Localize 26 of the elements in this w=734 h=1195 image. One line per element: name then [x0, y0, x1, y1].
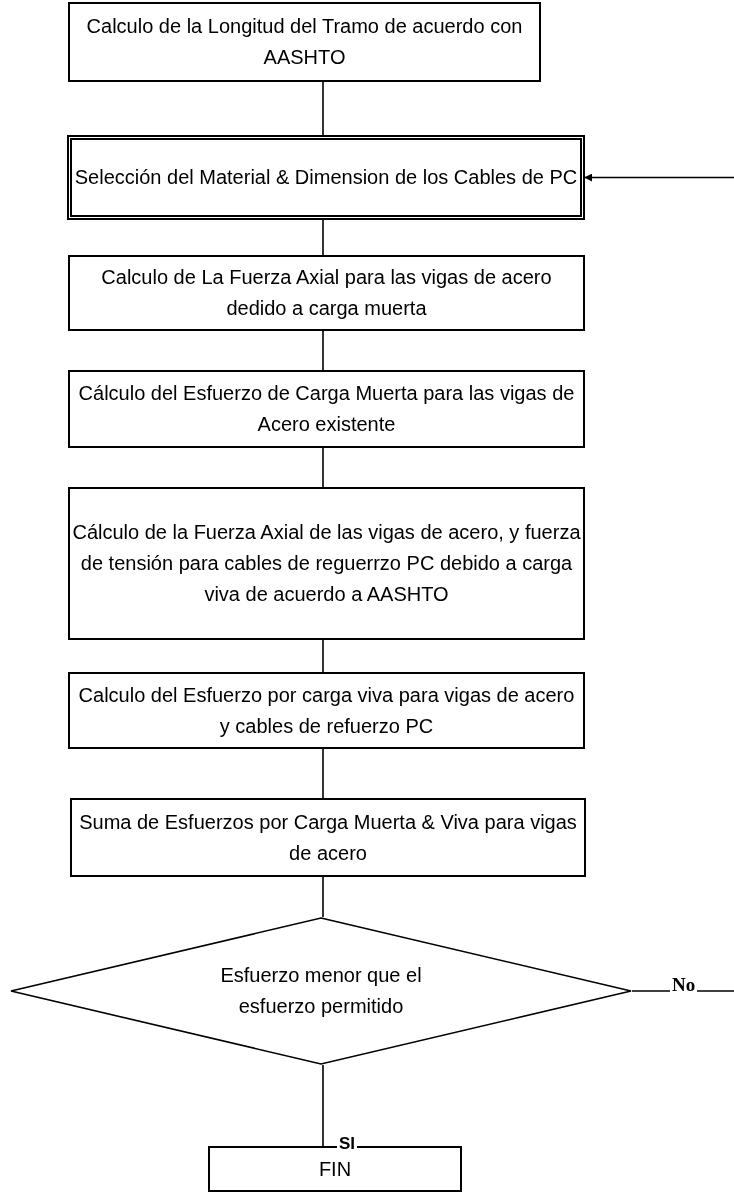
node-text: Calculo del Esfuerzo por carga viva para vigas de acero y cables de refuerzo PC [77, 682, 576, 739]
process-box [68, 255, 585, 331]
connector-line [322, 219, 324, 256]
process-box [68, 672, 585, 749]
process-box [68, 487, 585, 640]
connector-line [322, 81, 324, 136]
node-text: FIN [318, 1156, 352, 1182]
node-text: Cálculo del Esfuerzo de Carga Muerta para las vigas de Acero existente [77, 381, 576, 437]
connector-line [322, 330, 324, 371]
node-text: Esfuerzo menor que el esfuerzo permitido [219, 963, 423, 1019]
process-box [70, 798, 586, 877]
process-box [67, 135, 585, 220]
node-text: Suma de Esfuerzos por Carga Muerta & Viva para vigas de acero [78, 809, 578, 866]
connector-line [322, 748, 324, 799]
process-box [68, 370, 585, 448]
connector-line [322, 447, 324, 488]
node-text: Selección del Material & Dimension de los Cables de PC [74, 165, 578, 190]
node-text: Calculo de la Longitud del Tramo de acuerdo con AASHTO [85, 14, 524, 70]
arrow [584, 173, 734, 182]
node-text: Cálculo de la Fuerza Axial de las vigas de acero, y fuerza de tensión para cables de reguerrzo PC debido a carga viva de acuerdo a AASHTO [72, 520, 581, 607]
node-text: Calculo de La Fuerza Axial para las vigas de acero dedido a carga muerta [100, 265, 553, 321]
connector-line [322, 876, 324, 918]
decision-diamond [10, 917, 632, 1065]
process-box [68, 2, 541, 82]
connector-line [322, 639, 324, 673]
connector-line [322, 1064, 324, 1147]
